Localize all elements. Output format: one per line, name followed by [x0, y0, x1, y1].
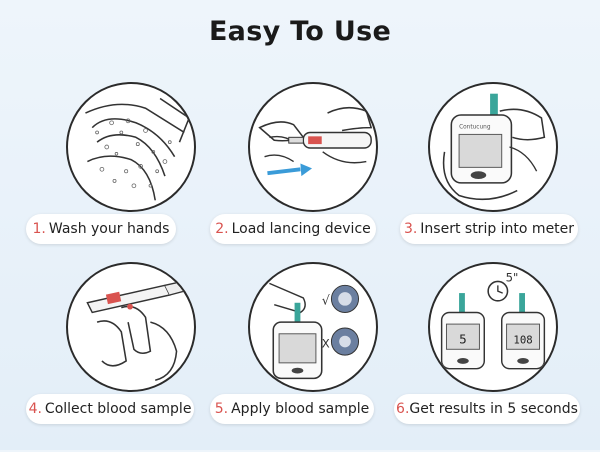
step-6: 5" 5 108 6. Get results in 5 seconds: [394, 262, 590, 452]
check-mark: √: [322, 293, 331, 308]
step-2-text: Load lancing device: [231, 221, 371, 237]
step-3: Contucung 3. Insert strip into meter: [400, 82, 590, 272]
step-4-label: 4. Collect blood sample: [26, 394, 194, 424]
apply-blood-illustration: √ X: [248, 262, 378, 392]
readout-a: 5: [459, 331, 467, 346]
step-5-number: 5.: [214, 401, 229, 417]
step-3-label: 3. Insert strip into meter: [400, 214, 578, 244]
step-6-number: 6.: [396, 401, 410, 417]
step-1-text: Wash your hands: [48, 221, 170, 237]
step-3-text: Insert strip into meter: [420, 221, 575, 237]
step-5: √ X 5. Apply blood sample: [210, 262, 410, 452]
collect-blood-illustration: [66, 262, 196, 392]
lancing-device-illustration: [248, 82, 378, 212]
timer-label: 5": [506, 270, 519, 284]
step-5-label: 5. Apply blood sample: [210, 394, 374, 424]
readout-b: 108: [513, 333, 532, 346]
step-3-number: 3.: [403, 221, 418, 237]
step-6-label: 6. Get results in 5 seconds: [394, 394, 580, 424]
insert-strip-illustration: Contucung: [428, 82, 558, 212]
step-1-number: 1.: [32, 221, 46, 237]
step-4-text: Collect blood sample: [44, 401, 192, 417]
step-1-label: 1. Wash your hands: [26, 214, 176, 244]
page-title: Easy To Use: [208, 16, 392, 47]
step-2-label: 2. Load lancing device: [210, 214, 376, 244]
step-4-number: 4.: [28, 401, 42, 417]
meter-brand-text: Contucung: [459, 125, 491, 131]
step-2: 2. Load lancing device: [210, 82, 410, 272]
step-5-text: Apply blood sample: [231, 401, 370, 417]
step-6-text: Get results in 5 seconds: [409, 401, 578, 417]
results-illustration: 5" 5 108: [428, 262, 558, 392]
step-4: 4. Collect blood sample: [26, 262, 228, 452]
step-2-number: 2.: [215, 221, 229, 237]
step-1: 1. Wash your hands: [26, 82, 228, 272]
cross-mark: X: [322, 336, 330, 350]
wash-hands-illustration: [66, 82, 196, 212]
